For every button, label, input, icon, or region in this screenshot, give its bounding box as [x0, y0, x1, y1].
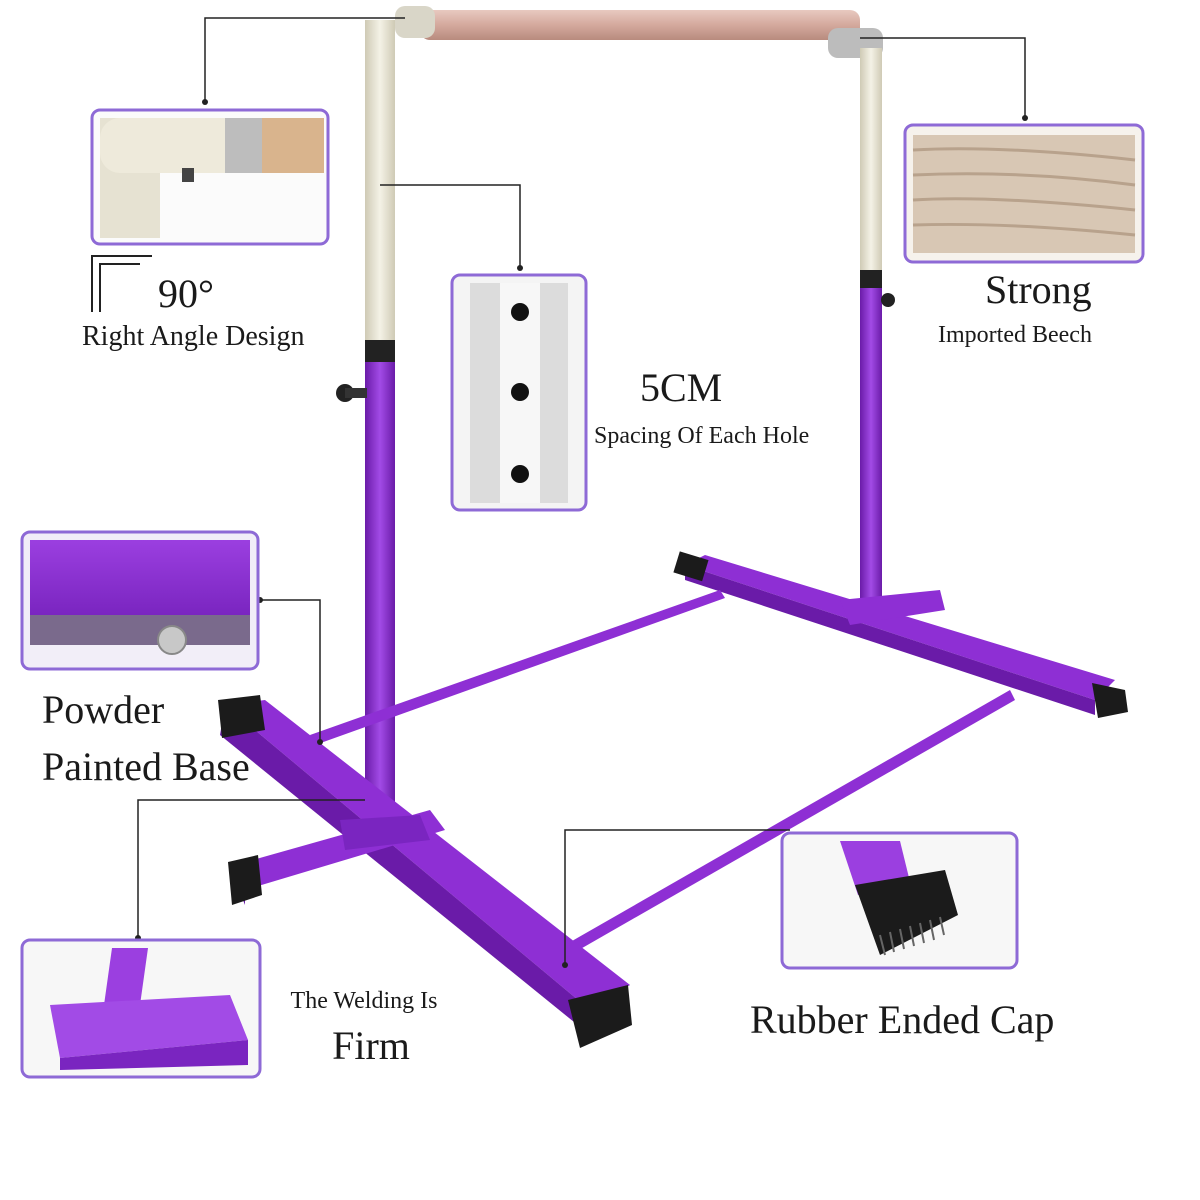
right-angle-icon: [91, 255, 152, 312]
welding-line2: Firm: [332, 1023, 410, 1068]
inset-rubber-cap: [780, 831, 1019, 970]
inset-beech-wood: [903, 123, 1145, 264]
right-angle-title: 90°: [158, 271, 214, 316]
right-upright: [860, 48, 895, 608]
cap-title: Rubber Ended Cap: [750, 997, 1055, 1042]
beech-subtitle: Imported Beech: [938, 322, 1092, 348]
left-upright: [336, 20, 395, 822]
inset-powder-base: [20, 530, 260, 671]
hole-spacing-subtitle: Spacing Of Each Hole: [594, 423, 810, 449]
inset-right-angle-joint: [90, 108, 330, 246]
callout-lines: [137, 17, 1026, 965]
base-frame: [218, 551, 1128, 1048]
hole-spacing-title: 5CM: [640, 365, 723, 410]
inset-welding: [20, 938, 262, 1079]
top-wooden-bar: [395, 6, 883, 58]
right-angle-subtitle: Right Angle Design: [82, 321, 305, 352]
beech-title: Strong: [985, 267, 1092, 312]
base-line2: Painted Base: [42, 744, 250, 789]
base-line1: Powder: [42, 687, 165, 732]
inset-hole-spacing: [450, 273, 588, 512]
welding-line1: The Welding Is: [290, 988, 438, 1014]
